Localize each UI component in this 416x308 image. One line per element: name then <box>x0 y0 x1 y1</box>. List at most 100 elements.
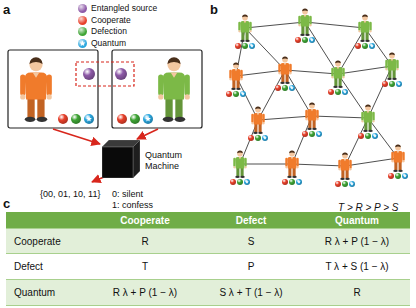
table-cell: T <box>142 261 148 273</box>
table-cell: R <box>92 229 198 254</box>
payoff-inequality: T > R > P > S <box>338 197 399 215</box>
table-cell: R <box>353 287 360 299</box>
prisoner-figure <box>158 57 190 122</box>
network-link <box>345 158 398 166</box>
prisoner-figure <box>233 151 246 178</box>
quantum-star <box>403 174 406 177</box>
table-header: Quantum <box>335 215 379 227</box>
network-link <box>368 118 398 158</box>
strategy-ball <box>282 179 288 185</box>
table-row-band <box>6 254 410 280</box>
strategy-ball <box>365 133 371 139</box>
quantum-star <box>250 44 253 47</box>
table-rule <box>6 305 410 306</box>
table-header: Defect <box>198 212 304 229</box>
strategy-ball <box>328 89 334 95</box>
row-header: Quantum <box>6 280 92 306</box>
strategy-ball <box>282 85 288 91</box>
machine-cube: Quantum Machine <box>102 140 193 178</box>
quantum-star <box>263 136 266 139</box>
row-header: Cooperate <box>14 236 61 248</box>
strategy-ball <box>355 43 361 49</box>
prisoner-figure <box>298 9 311 36</box>
table-cell: S <box>198 229 304 254</box>
strategy-ball <box>249 43 255 49</box>
strategy-ball <box>382 81 388 87</box>
flow-arrow <box>137 129 158 139</box>
strategy-ball <box>388 173 394 179</box>
machine-label: Quantum Machine <box>145 150 191 172</box>
prisoner-figure <box>251 107 264 134</box>
strategy-ball <box>396 81 402 87</box>
table-rule <box>6 228 410 229</box>
prisoner-figure <box>285 151 298 178</box>
network-link <box>245 28 285 70</box>
table-cell: R λ + P (1 − λ) <box>304 229 410 254</box>
quantum-star <box>373 134 376 137</box>
network-link <box>338 28 365 74</box>
prisoner-figure <box>20 57 52 122</box>
quantum-star <box>297 180 300 183</box>
quantum-star <box>241 92 244 95</box>
table-header: Cooperate <box>120 215 169 227</box>
network-link <box>285 70 338 74</box>
strategy-ball <box>248 135 254 141</box>
prisoner-figure <box>229 63 242 90</box>
outcome-note: 1: confess <box>112 200 153 210</box>
panel-b-art <box>226 9 408 187</box>
prisoner-figure <box>358 15 371 42</box>
prisoner-figure <box>391 145 404 172</box>
prisoner-figure <box>238 15 251 42</box>
outcome-set: {00, 01, 10, 11} <box>40 189 100 199</box>
network-link <box>305 22 365 28</box>
quantum-star <box>397 82 400 85</box>
strategy-ball <box>262 135 268 141</box>
strategy-ball <box>369 43 375 49</box>
network-link <box>338 74 368 118</box>
table-cell: R <box>304 280 410 306</box>
quantum-star <box>350 182 353 185</box>
strategy-ball <box>302 131 308 137</box>
strategy-ball <box>389 81 395 87</box>
table-cell: T <box>92 254 198 280</box>
strategy-ball <box>402 173 408 179</box>
table-rule <box>6 279 410 280</box>
panel-letter: c <box>3 196 10 211</box>
prisoner-figure <box>305 103 318 130</box>
strategy-ball <box>235 43 241 49</box>
strategy-ball <box>296 179 302 185</box>
strategy-ball <box>240 91 246 97</box>
legend-swatch <box>78 39 87 48</box>
network-link <box>292 164 345 166</box>
network-link <box>312 116 368 118</box>
strategy-ball <box>143 114 153 124</box>
player-box <box>112 50 202 128</box>
strategy-ball <box>362 43 368 49</box>
strategy-ball <box>309 37 315 43</box>
strategy-ball <box>309 131 315 137</box>
row-header: Defect <box>14 261 43 273</box>
strategy-ball <box>289 179 295 185</box>
prisoner-figure <box>331 61 344 88</box>
strategy-ball <box>84 114 94 124</box>
network-link <box>345 118 368 166</box>
quantum-star <box>245 180 248 183</box>
strategy-ball <box>230 179 236 185</box>
network-link <box>236 28 245 76</box>
entanglement-box <box>76 62 134 86</box>
table-row-band <box>6 229 410 254</box>
network-link <box>292 116 312 164</box>
table-cell: S λ + T (1 − λ) <box>219 287 282 299</box>
row-header: Quantum <box>14 287 55 299</box>
quantum-star <box>145 116 151 121</box>
strategy-ball <box>395 173 401 179</box>
strategy-ball <box>335 181 341 187</box>
outcome-set: {00, 01, 10, 11} <box>40 183 100 201</box>
prisoner-figure <box>338 153 351 180</box>
strategy-ball <box>289 85 295 91</box>
table-row-band <box>6 212 410 229</box>
outcome-note: 1: confess <box>112 194 153 212</box>
panel-letter: b <box>210 0 218 18</box>
prisoner-figure <box>278 57 291 84</box>
legend-swatch <box>78 27 87 36</box>
